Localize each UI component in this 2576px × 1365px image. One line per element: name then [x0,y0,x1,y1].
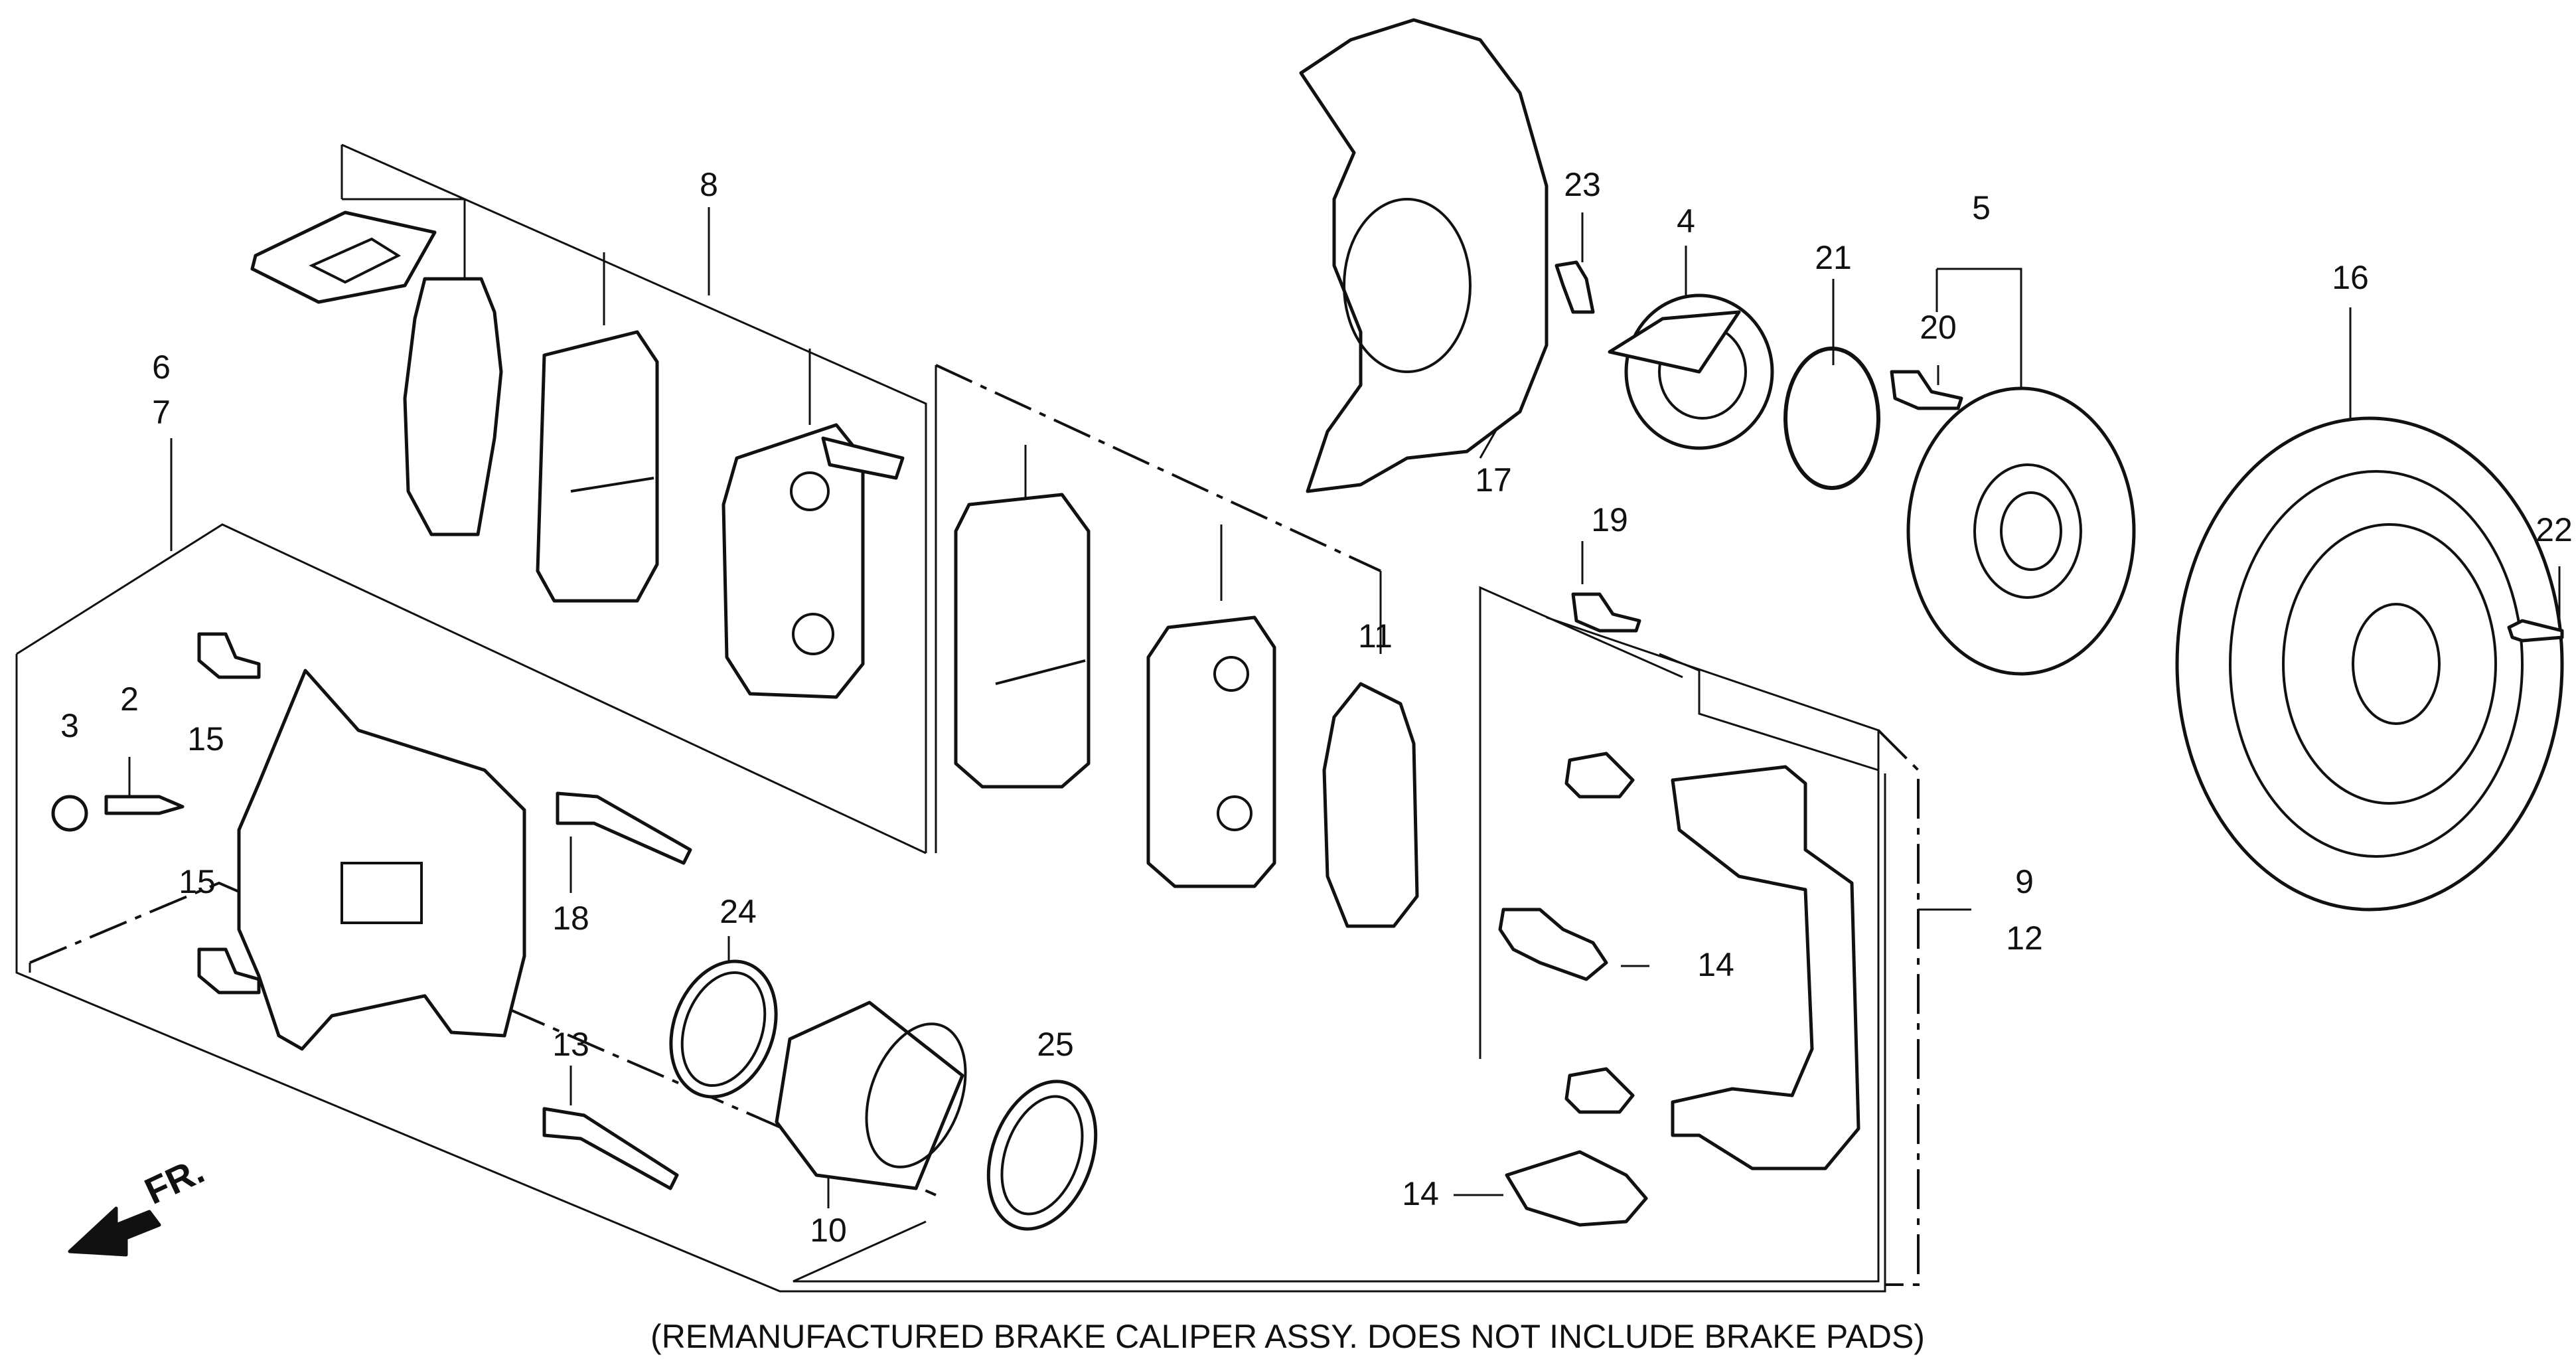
pad-clip-upper [1498,908,1608,981]
bleeder-screw [104,795,185,815]
parts [51,18,2564,1257]
callout-22: 22 [2536,511,2573,548]
slide-pin-lower [1564,1067,1635,1114]
callout-13: 13 [552,1026,589,1063]
slide-pin-upper [1564,752,1635,799]
group-outlines [15,143,2561,1293]
callout-21: 21 [1815,239,1852,276]
bolt-15-bottom [197,947,261,995]
pad-shim-right [1322,682,1419,928]
hub-bolt-20 [1890,370,1963,410]
callout-3: 3 [60,707,79,744]
brake-pad-outer-2 [1146,615,1276,888]
piston-boot [986,1080,1098,1231]
pad-shim-left [403,277,503,536]
callouts: 6 7 3 2 15 15 8 18 13 24 10 25 11 23 4 2… [60,166,2573,1249]
callout-11: 11 [1358,617,1393,655]
callout-23: 23 [1564,166,1601,203]
splash-shield [1299,18,1549,493]
callout-24: 24 [720,893,757,930]
guide-pin-13 [542,1107,679,1190]
piston-seal [669,959,778,1099]
caliper-body [237,669,526,1051]
caption: (REMANUFACTURED BRAKE CALIPER ASSY. DOES… [650,1318,1925,1355]
callout-18: 18 [552,900,589,937]
callout-15-bottom: 15 [179,863,216,900]
callout-19: 19 [1591,501,1628,538]
callout-14-lower: 14 [1402,1175,1439,1212]
brake-pad-inner-2 [954,493,1091,789]
callout-16: 16 [2332,259,2369,296]
pad-clip-lower [1505,1150,1648,1227]
front-arrow-icon [68,1206,161,1257]
shield-hole [1343,198,1472,373]
front-direction-label: FR. [138,1149,210,1212]
snap-ring [1783,347,1880,490]
bolt-15-top [197,632,261,679]
wheel-hub [1906,386,2136,676]
shim-packet [250,210,437,304]
guide-pin-18 [556,791,692,865]
callout-12: 12 [2006,920,2043,957]
callout-7: 7 [152,394,171,431]
callout-9: 9 [2015,863,2034,900]
callout-25: 25 [1037,1026,1074,1063]
callout-14-upper: 14 [1697,946,1734,983]
callout-15-top: 15 [187,720,224,758]
screw-22 [2507,619,2564,643]
caliper-bracket [1671,765,1860,1170]
callout-17: 17 [1475,461,1512,499]
callout-20: 20 [1920,309,1957,346]
bolt-19 [1571,592,1641,633]
wear-indicator [821,436,905,480]
callout-2: 2 [120,681,139,718]
callout-10: 10 [810,1212,847,1249]
callout-6: 6 [152,349,171,386]
callout-8: 8 [700,166,718,203]
callout-5: 5 [1972,189,1991,226]
bolt-23 [1554,260,1595,314]
bleeder-cap [51,795,88,832]
callout-4: 4 [1677,202,1695,240]
brake-pad-inner [536,330,659,603]
brake-rotor [2175,416,2564,912]
